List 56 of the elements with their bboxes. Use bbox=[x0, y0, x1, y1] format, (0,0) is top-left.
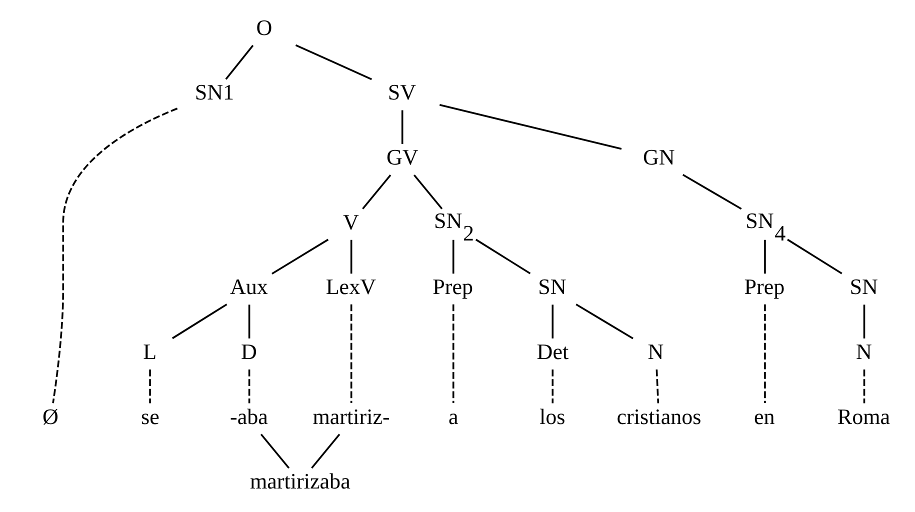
node-text: SN bbox=[850, 274, 878, 299]
connector bbox=[656, 368, 660, 403]
node-text: N bbox=[648, 338, 664, 364]
node-text: GN bbox=[642, 144, 675, 170]
connector bbox=[682, 173, 742, 210]
connector bbox=[475, 238, 531, 274]
connector bbox=[311, 433, 340, 468]
node-text: O bbox=[256, 14, 272, 40]
node-text: Prep bbox=[744, 274, 785, 299]
connector bbox=[863, 304, 866, 338]
connector bbox=[401, 110, 404, 144]
connector bbox=[863, 368, 866, 403]
node-text: se bbox=[141, 403, 160, 428]
node-text: SN1 bbox=[194, 79, 234, 104]
node-text: LexV bbox=[326, 274, 376, 299]
node-text: Det bbox=[536, 338, 569, 364]
node-text: Aux bbox=[230, 274, 268, 299]
connector bbox=[248, 368, 250, 403]
node-text: -aba bbox=[230, 403, 268, 428]
node-text: los bbox=[540, 403, 566, 428]
connector bbox=[764, 304, 766, 403]
connector bbox=[362, 174, 392, 209]
connector bbox=[576, 303, 634, 339]
connector bbox=[225, 44, 254, 80]
connector bbox=[787, 238, 842, 274]
connector bbox=[295, 44, 372, 80]
node-text: GV bbox=[386, 144, 418, 170]
node-text: en bbox=[754, 403, 775, 428]
connector bbox=[52, 107, 178, 403]
connector bbox=[413, 174, 443, 209]
connector bbox=[248, 304, 250, 338]
node-text: a bbox=[448, 403, 458, 428]
node-text: N bbox=[856, 338, 872, 364]
connector bbox=[350, 304, 352, 403]
connector bbox=[764, 239, 766, 274]
connector bbox=[260, 433, 290, 468]
connector bbox=[350, 239, 352, 274]
connector bbox=[272, 238, 329, 274]
node-text: SV bbox=[388, 79, 416, 104]
connector bbox=[552, 304, 554, 338]
node-text: martirizaba bbox=[250, 468, 350, 494]
connector bbox=[172, 303, 228, 339]
connector bbox=[452, 304, 454, 403]
connector bbox=[552, 368, 554, 403]
connector bbox=[439, 104, 622, 150]
node-text: Prep bbox=[432, 274, 474, 299]
node-text: cristianos bbox=[616, 403, 702, 428]
node-text: L bbox=[143, 338, 157, 364]
connector bbox=[149, 368, 151, 403]
connector bbox=[452, 239, 454, 274]
node-text: Roma bbox=[837, 403, 890, 428]
node-text: martiriz- bbox=[312, 403, 390, 428]
node-text: Ø bbox=[42, 403, 58, 428]
node-text: V bbox=[343, 208, 359, 234]
node-text: D bbox=[241, 338, 257, 364]
node-text: SN bbox=[538, 274, 566, 299]
